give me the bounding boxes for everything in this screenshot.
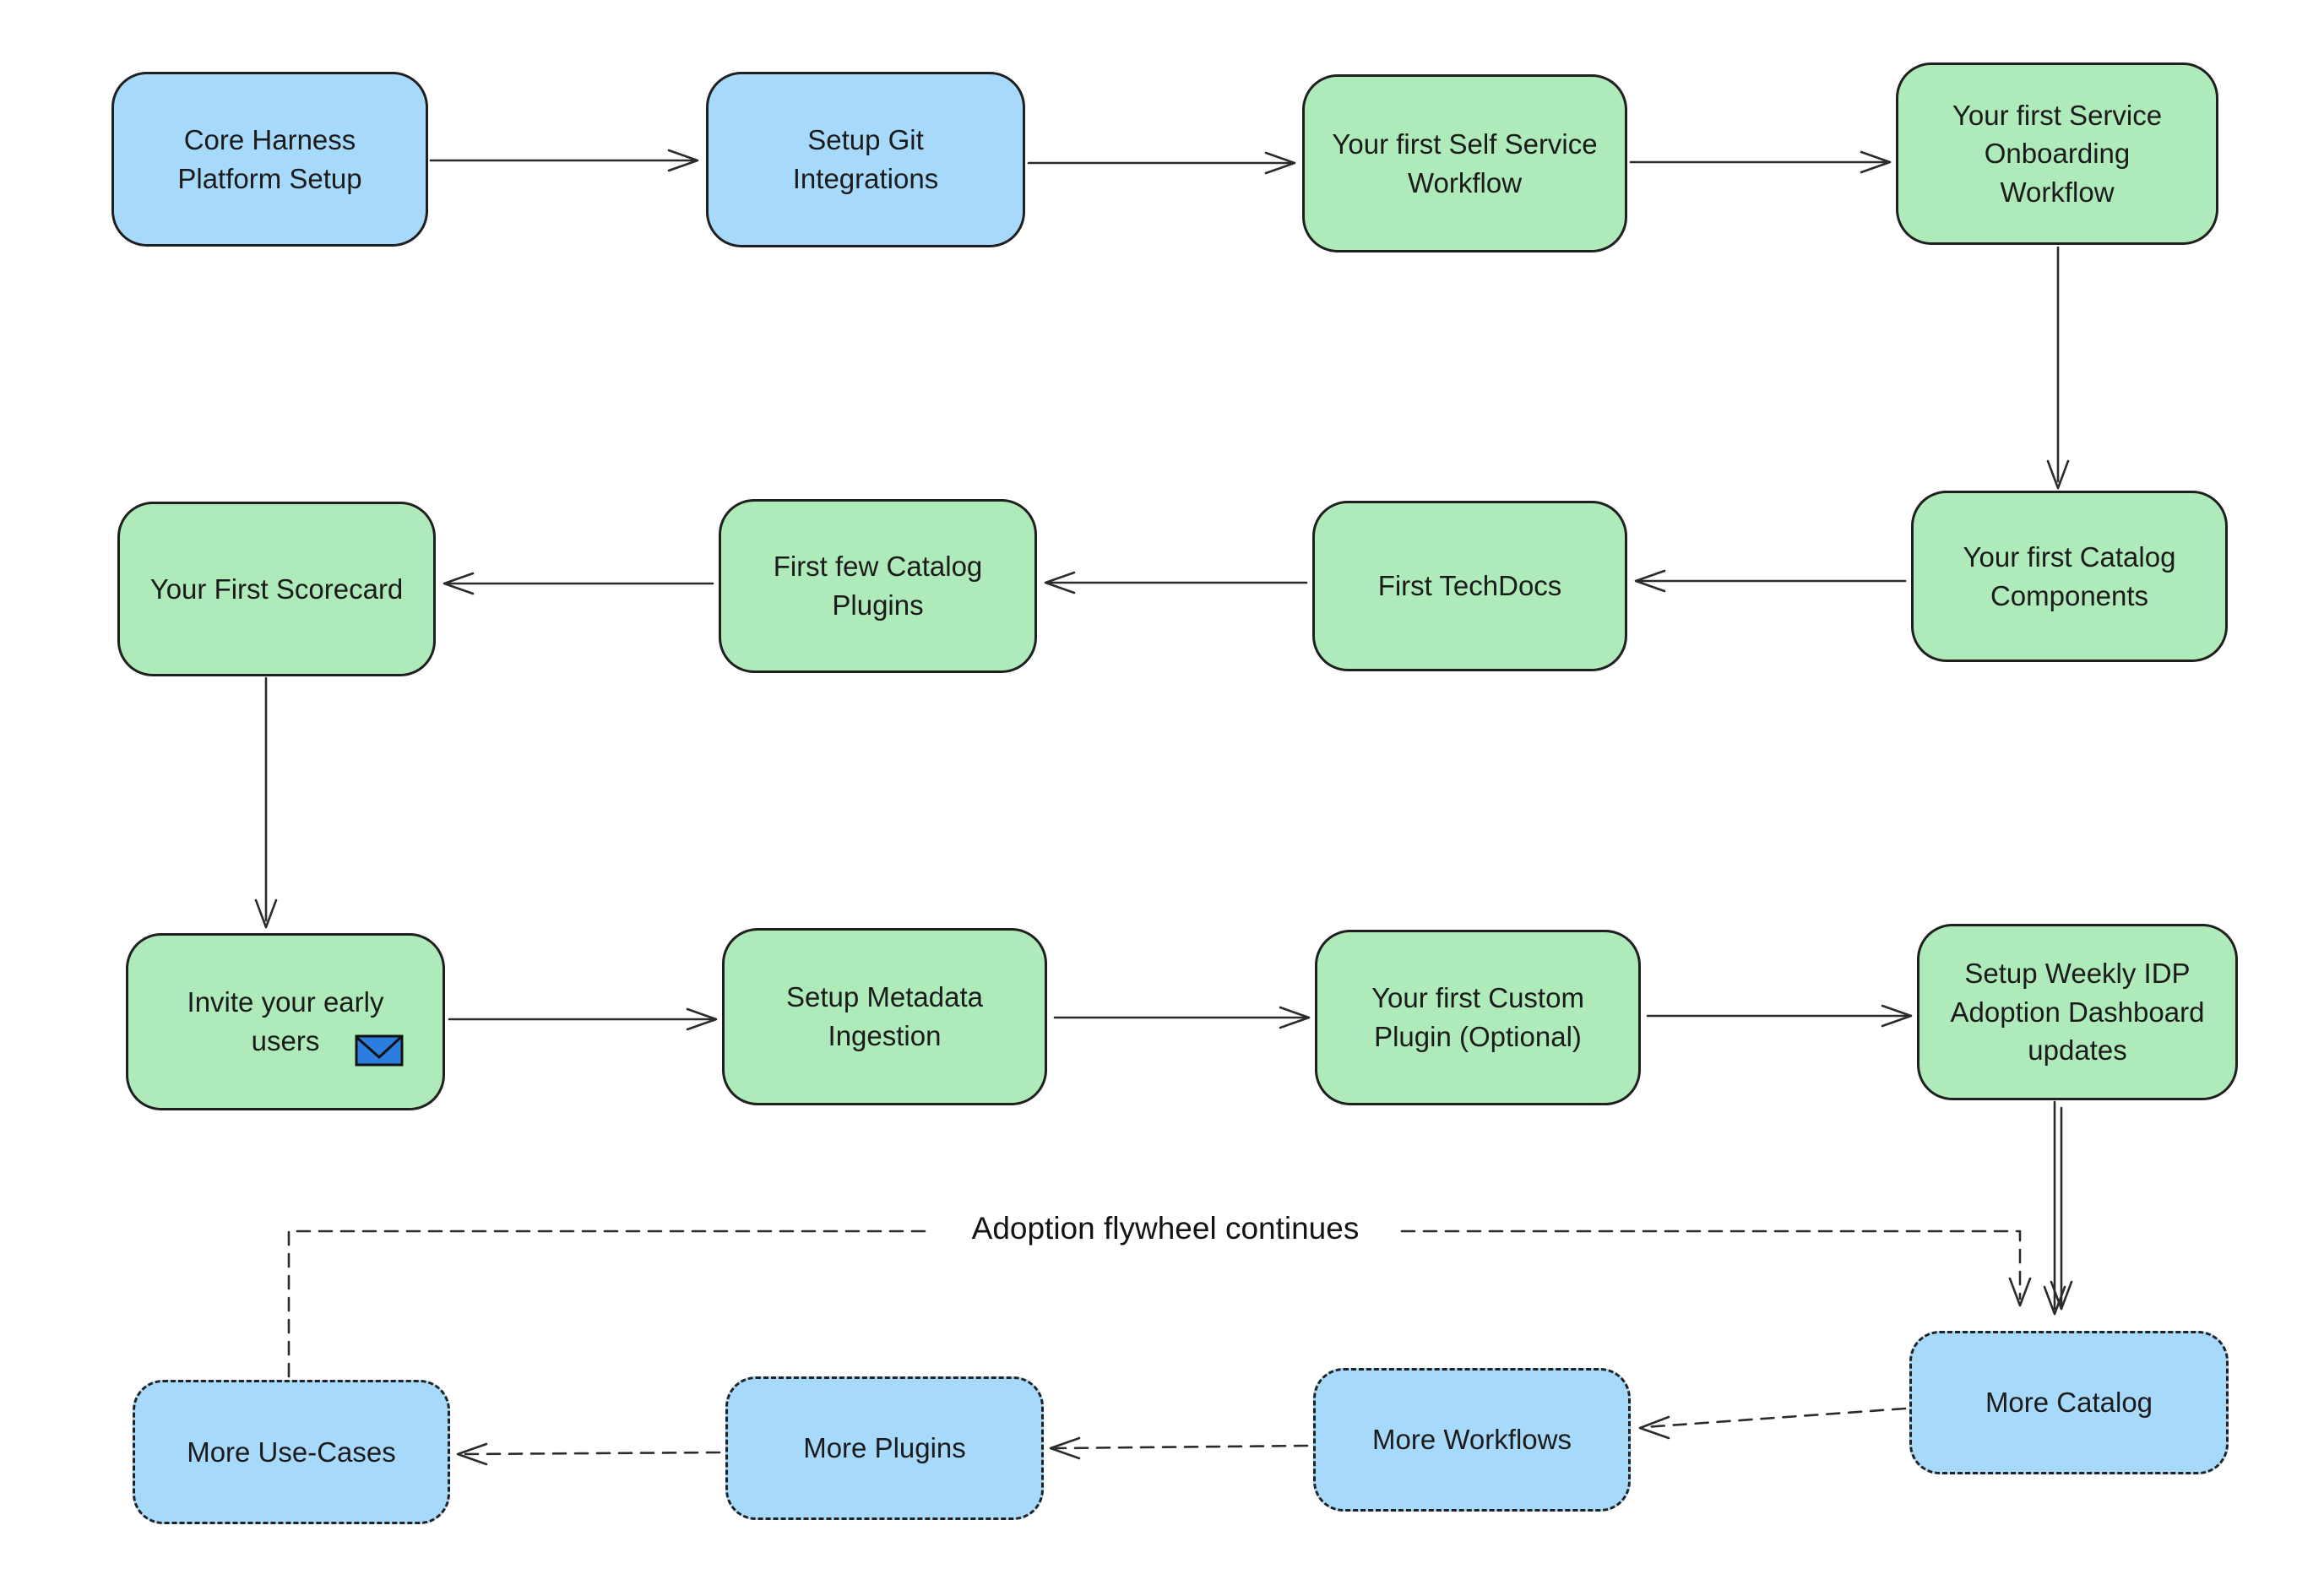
invite-your-early-users-label: Invite your early users (187, 986, 384, 1056)
arrow-moreworkflows-to-moreplugins (1049, 1436, 1309, 1460)
arrow-morecatalog-to-moreworkflows (1638, 1407, 1907, 1440)
arrow-selfservice-to-onboarding (1629, 150, 1892, 174)
node-first-techdocs: First TechDocs (1312, 501, 1627, 671)
node-more-catalog: More Catalog (1909, 1331, 2229, 1474)
arrow-dashboard-to-morecatalog (2043, 1100, 2073, 1316)
envelope-icon (355, 1034, 404, 1067)
flywheel-label: Adoption flywheel continues (971, 1211, 1360, 1246)
arrow-metadata-to-customplugin (1053, 1006, 1311, 1029)
arrow-core-to-git (429, 149, 699, 172)
node-setup-weekly-idp-dashboard-updates: Setup Weekly IDP Adoption Dashboard upda… (1917, 924, 2238, 1100)
arrow-techdocs-to-catalogplugins (1044, 571, 1308, 594)
node-first-self-service-workflow: Your first Self Service Workflow (1302, 74, 1627, 252)
node-first-catalog-components: Your first Catalog Components (1911, 491, 2228, 662)
arrow-catalogplugins-to-scorecard (443, 572, 714, 595)
node-core-harness-platform-setup: Core Harness Platform Setup (111, 72, 428, 247)
node-more-plugins: More Plugins (725, 1376, 1044, 1520)
arrow-onboarding-to-catalogcomponents (2046, 246, 2070, 490)
node-first-service-onboarding-workflow: Your first Service Onboarding Workflow (1896, 62, 2218, 245)
node-first-few-catalog-plugins: First few Catalog Plugins (719, 499, 1037, 673)
arrow-catalogcomponents-to-techdocs (1634, 569, 1907, 593)
flywheel-dashed-line (287, 1230, 2032, 1378)
arrow-customplugin-to-dashboard (1646, 1004, 1913, 1028)
node-setup-metadata-ingestion: Setup Metadata Ingestion (722, 928, 1047, 1105)
arrow-moreplugins-to-moreusecases (456, 1442, 721, 1466)
node-setup-git-integrations: Setup Git Integrations (706, 72, 1025, 247)
node-more-use-cases: More Use-Cases (133, 1380, 450, 1524)
node-invite-your-early-users: Invite your early users (126, 933, 445, 1110)
arrow-scorecard-to-invite (254, 676, 278, 929)
node-more-workflows: More Workflows (1313, 1368, 1631, 1512)
arrow-invite-to-metadata (448, 1007, 718, 1031)
node-first-custom-plugin-optional: Your first Custom Plugin (Optional) (1315, 930, 1641, 1105)
arrow-git-to-selfservice (1027, 151, 1296, 175)
node-your-first-scorecard: Your First Scorecard (117, 502, 436, 676)
